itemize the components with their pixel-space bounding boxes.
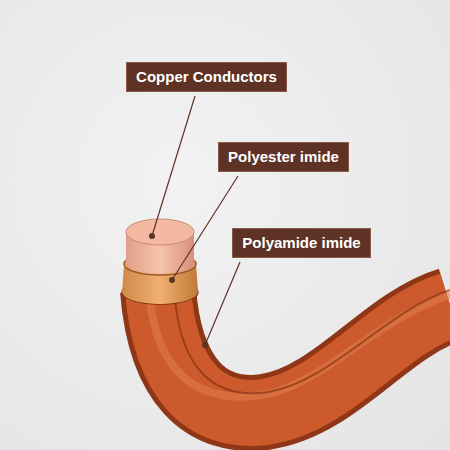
leader-line <box>152 96 195 236</box>
callout-label: Polyamide imide <box>242 234 360 252</box>
wire-seam <box>175 290 450 393</box>
leader-dot <box>149 233 155 239</box>
leader-line <box>205 262 240 345</box>
wire-jacket-fill <box>158 290 450 413</box>
callout-label: Copper Conductors <box>136 68 277 86</box>
callout-box: Polyamide imide <box>232 228 371 258</box>
wire-jacket <box>158 290 450 413</box>
callout-box: Copper Conductors <box>126 62 287 92</box>
leader-dot <box>169 277 175 283</box>
callout-box: Polyester imide <box>218 142 349 172</box>
callout-label: Polyester imide <box>228 148 339 166</box>
leader-line <box>172 176 238 280</box>
copper-face <box>126 219 194 245</box>
leader-dot <box>202 342 208 348</box>
